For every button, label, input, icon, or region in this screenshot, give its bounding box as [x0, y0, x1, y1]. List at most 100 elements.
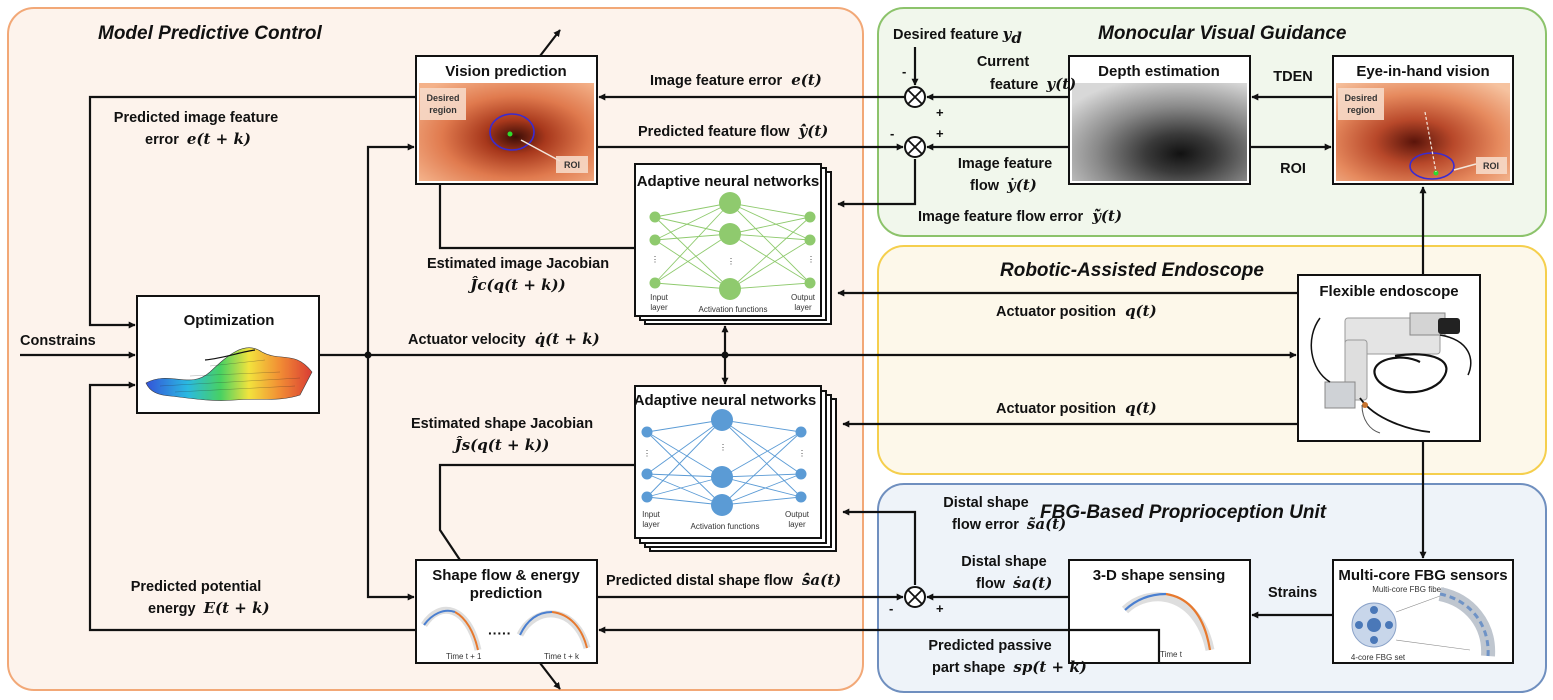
distal-shape-flow-label-2: flow ṡa(t) — [976, 574, 1052, 592]
vision-prediction-title: Vision prediction — [445, 63, 566, 80]
flexible-endoscope-box: Flexible endoscope — [1297, 274, 1481, 442]
eye-in-hand-image: Desired region ROI — [1336, 83, 1510, 181]
shape-flow-box: Shape flow & energy prediction ····· Tim… — [415, 559, 598, 664]
shape-sensing-image: Time t — [1121, 592, 1215, 659]
distal-shape-error-label-1: Distal shape — [943, 495, 1028, 511]
estimated-shape-jacobian-label: Estimated shape Jacobian — [411, 416, 593, 432]
nn-top-input-label: Input — [650, 293, 669, 302]
strains-label: Strains — [1268, 585, 1317, 601]
predicted-passive-label-2: part shape sp(t + k) — [932, 658, 1087, 676]
svg-text:⋮: ⋮ — [727, 257, 735, 266]
nn-bottom-box: Adaptive neural networks ⋮ ⋮ ⋮ Input layer… — [634, 385, 837, 552]
desired-region-label-2: Desired — [1344, 93, 1377, 103]
vision-prediction-box: Vision prediction Desired region ROI — [415, 55, 598, 185]
fbg-sensor-image: Multi-core FBG fiber 4-core FBG set — [1351, 585, 1496, 662]
signal-labels: Desired feature yd Current feature y(t) … — [20, 25, 1317, 676]
image-feature-flow-label-2: flow ẏ(t) — [970, 176, 1037, 194]
depth-estimation-title: Depth estimation — [1098, 63, 1220, 80]
sign-mid-plus: + — [936, 126, 944, 141]
actuator-position-bottom-label: Actuator position q(t) — [996, 399, 1157, 417]
flexible-endoscope-title: Flexible endoscope — [1319, 283, 1458, 300]
svg-text:⋮: ⋮ — [643, 449, 651, 458]
nn-bottom-input-label: Input — [642, 510, 661, 519]
desired-region-label-2b: region — [1347, 105, 1375, 115]
nn-bottom-output-label: Output — [785, 510, 810, 519]
endoscope-robot-image — [1310, 312, 1472, 434]
mvg-title: Monocular Visual Guidance — [1098, 23, 1347, 44]
time-label-tk: Time t + k — [544, 652, 580, 661]
nn-bottom-nodes — [641, 409, 807, 516]
nn-bottom-input-label-b: layer — [642, 520, 660, 529]
desired-region-label-1b: region — [429, 105, 457, 115]
fbg-fiber-label: Multi-core FBG fiber — [1372, 585, 1444, 594]
shape-flow-title-1: Shape flow & energy — [432, 567, 580, 584]
depth-estimation-box: Depth estimation — [1068, 55, 1251, 185]
fbg-sensors-box: Multi-core FBG sensors Multi-core FBG fi… — [1332, 559, 1514, 664]
desired-region-label-1: Desired — [426, 93, 459, 103]
connections — [20, 29, 1427, 690]
predicted-energy-label-1: Predicted potential — [131, 579, 262, 595]
sign-bottom-plus: + — [936, 601, 944, 616]
tden-label: TDEN — [1273, 69, 1312, 85]
predicted-feature-flow-label: Predicted feature flow ŷ̇(t) — [638, 122, 828, 140]
current-feature-label-2: feature y(t) — [990, 75, 1076, 93]
shape-sensing-title: 3-D shape sensing — [1093, 567, 1226, 584]
mpc-title: Model Predictive Control — [98, 23, 323, 44]
roi-arrow-label: ROI — [1280, 161, 1306, 177]
svg-text:·····: ····· — [488, 625, 511, 641]
estimated-image-jacobian-label: Estimated image Jacobian — [427, 256, 609, 272]
sign-top-plus: + — [936, 105, 944, 120]
depth-map-image — [1072, 83, 1247, 181]
predicted-energy-label-2: energy E(t + k) — [148, 599, 270, 617]
predicted-distal-flow-label: Predicted distal shape flow ŝ̇a(t) — [606, 571, 841, 589]
nn-top-activation-label: Activation functions — [699, 305, 768, 314]
svg-text:⋮: ⋮ — [651, 255, 659, 264]
desired-feature-label: Desired feature yd — [893, 25, 1022, 47]
optimization-box: Optimization — [136, 295, 320, 414]
nn-bottom-title: Adaptive neural networks — [634, 392, 817, 409]
fbg-title: FBG-Based Proprioception Unit — [1040, 502, 1327, 523]
sign-mid-minus: - — [890, 126, 894, 141]
sign-top-minus: - — [902, 64, 906, 79]
fbg-sensors-title: Multi-core FBG sensors — [1338, 567, 1507, 584]
actuator-position-top-label: Actuator position q(t) — [996, 302, 1157, 320]
eye-in-hand-box: Eye-in-hand vision Desired region ROI — [1332, 55, 1514, 185]
time-label-t: Time t — [1160, 650, 1183, 659]
image-feature-error-label: Image feature error e(t) — [650, 71, 822, 89]
constrains-label: Constrains — [20, 333, 96, 349]
predicted-image-error-label-1: Predicted image feature — [114, 110, 278, 126]
svg-text:⋮: ⋮ — [798, 449, 806, 458]
nn-top-output-label-b: layer — [794, 303, 812, 312]
sum-junction-top — [904, 86, 926, 108]
roi-label-2: ROI — [1483, 161, 1499, 171]
nn-top-output-label: Output — [791, 293, 816, 302]
predicted-image-error-label-2: error e(t + k) — [145, 130, 251, 148]
image-feature-flow-error-label: Image feature flow error ỹ̇(t) — [918, 207, 1122, 225]
vision-prediction-image: Desired region ROI — [419, 83, 594, 181]
nn-top-input-label-b: layer — [650, 303, 668, 312]
sum-junction-bottom — [904, 586, 926, 608]
shape-flow-title-2: prediction — [470, 585, 543, 602]
svg-text:⋮: ⋮ — [719, 443, 727, 452]
predicted-passive-label-1: Predicted passive — [928, 638, 1051, 654]
fbg-set-label: 4-core FBG set — [1351, 653, 1406, 662]
nn-bottom-graph — [646, 419, 802, 506]
time-label-t1: Time t + 1 — [446, 652, 482, 661]
svg-text:⋮: ⋮ — [807, 255, 815, 264]
estimated-shape-jacobian-sym: Ĵs(q(t + k)) — [452, 436, 550, 454]
image-feature-flow-label-1: Image feature — [958, 156, 1052, 172]
rae-title: Robotic-Assisted Endoscope — [1000, 260, 1264, 281]
actuator-velocity-label: Actuator velocity q̇(t + k) — [408, 330, 600, 348]
nn-top-box: Adaptive neural networks ⋮ ⋮ ⋮ Input layer… — [634, 163, 832, 325]
eye-in-hand-title: Eye-in-hand vision — [1356, 63, 1489, 80]
nn-top-nodes — [649, 192, 816, 300]
roi-label-1: ROI — [564, 160, 580, 170]
sign-bottom-minus: - — [889, 601, 893, 616]
estimated-image-jacobian-sym: Ĵc(q(t + k)) — [467, 276, 565, 294]
sum-junction-mid — [904, 136, 926, 158]
nn-top-graph — [654, 202, 811, 290]
current-feature-label-1: Current — [977, 54, 1030, 70]
distal-shape-flow-label-1: Distal shape — [961, 554, 1046, 570]
nn-top-title: Adaptive neural networks — [637, 173, 820, 190]
